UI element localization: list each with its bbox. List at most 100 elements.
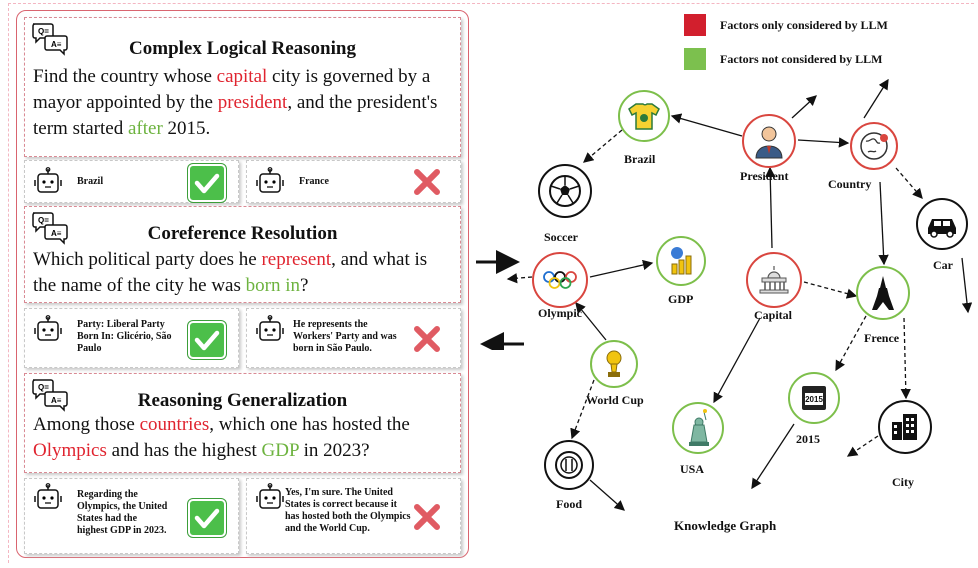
node-worldcup xyxy=(590,340,638,388)
node-food-label: Food xyxy=(556,497,583,511)
robot-icon xyxy=(34,315,62,341)
question-text-segment: , and the president's term started xyxy=(33,92,438,139)
answer-card-bad-1: France xyxy=(246,160,461,203)
node-usa xyxy=(672,402,724,454)
node-brazil xyxy=(618,90,670,142)
edge-olympic-gdp xyxy=(589,259,654,278)
node-car xyxy=(916,198,968,250)
node-brazil-label: Brazil xyxy=(624,152,656,166)
city-buildings-icon xyxy=(892,414,917,440)
node-country-label: Country xyxy=(828,177,872,191)
question-title: Complex Logical Reasoning xyxy=(129,38,356,59)
capitol-building-icon xyxy=(759,266,789,294)
edge-president-up xyxy=(791,95,817,119)
qa-chat-icon: Q= A≡ xyxy=(32,23,68,56)
answer-text: Party: Liberal Party Born In: Glicério, … xyxy=(77,319,172,354)
edge-food-down xyxy=(589,479,625,511)
edge-capital-president xyxy=(765,166,776,249)
node-president xyxy=(742,114,796,168)
answer-text: Brazil xyxy=(77,176,104,187)
robot-icon xyxy=(256,167,284,193)
question-text: Which political party does he represent,… xyxy=(33,247,454,299)
globe-icon xyxy=(860,132,888,160)
question-title: Reasoning Generalization xyxy=(137,390,348,411)
car-icon xyxy=(928,219,956,238)
highlight-green: born in xyxy=(245,275,300,296)
robot-icon xyxy=(256,315,284,341)
check-icon xyxy=(188,499,226,537)
eiffel-tower-icon xyxy=(872,276,894,310)
question-text-segment: 2015. xyxy=(162,118,211,139)
question-text-segment: in 2023? xyxy=(298,440,370,461)
question-text-segment: Find the country whose xyxy=(33,66,217,87)
olympic-rings-icon xyxy=(543,271,577,289)
calendar-icon: 2015 xyxy=(802,386,826,410)
edge-capital-usa xyxy=(713,317,761,404)
world-cup-trophy-icon xyxy=(606,350,622,377)
answer-card-bad-3: Yes, I'm sure. The United States is corr… xyxy=(246,478,461,554)
node-france xyxy=(856,266,910,320)
highlight-green: after xyxy=(127,118,163,139)
svg-text:A≡: A≡ xyxy=(51,396,62,405)
qa-chat-icon: Q= A≡ xyxy=(32,212,68,245)
outer-dashed-border xyxy=(8,3,974,563)
question-text-segment: , and what is the name of the city he wa… xyxy=(33,249,428,296)
answer-text: He represents the Workers' Party and was… xyxy=(293,319,397,354)
question-text-segment: Among those xyxy=(33,414,140,435)
node-gdp xyxy=(656,236,706,286)
node-city-label: City xyxy=(892,475,914,489)
gdp-coins-icon xyxy=(671,247,692,275)
edge-france-2015 xyxy=(835,315,867,372)
node-france-label: Frence xyxy=(864,331,900,345)
robot-icon xyxy=(34,167,62,193)
highlight-red: president xyxy=(217,92,288,113)
legend-red-swatch xyxy=(684,14,706,36)
cross-icon xyxy=(414,326,440,352)
answer-card-good-3: Regarding the Olympics, the United State… xyxy=(24,478,239,554)
node-capital-label: Capital xyxy=(754,308,793,322)
node-worldcup-label: World Cup xyxy=(586,393,644,407)
answer-text: France xyxy=(299,176,329,187)
highlight-green: GDP xyxy=(261,440,299,461)
soccer-ball-icon xyxy=(549,175,581,207)
svg-text:A≡: A≡ xyxy=(51,40,62,49)
edge-president-brazil xyxy=(670,113,743,137)
answer-card-good-2: Party: Liberal Party Born In: Glicério, … xyxy=(24,308,239,368)
node-soccer-label: Soccer xyxy=(544,230,578,244)
president-person-icon xyxy=(755,123,783,159)
node-country xyxy=(850,122,898,170)
question-card-2: Q= A≡ Coreference Resolution Which polit… xyxy=(24,206,461,303)
question-text-segment: city is governed by a mayor appointed by… xyxy=(33,66,431,113)
edge-president-country xyxy=(797,137,850,148)
node-2015: 2015 xyxy=(788,372,840,424)
node-olympic-label: Olympic xyxy=(538,306,582,320)
node-food xyxy=(544,440,594,490)
calendar-year: 2015 xyxy=(805,395,823,404)
answer-card-good-1: Brazil xyxy=(24,160,239,203)
svg-text:A≡: A≡ xyxy=(51,229,62,238)
edge-worldcup-olympic xyxy=(575,301,607,341)
knowledge-graph-caption: Knowledge Graph xyxy=(674,518,777,533)
highlight-red: represent xyxy=(261,249,332,270)
legend-green-label: Factors not considered by LLM xyxy=(720,52,883,66)
node-president-label: President xyxy=(740,169,789,183)
food-plate-icon xyxy=(555,451,583,479)
statue-of-liberty-icon xyxy=(689,409,709,446)
qa-chat-icon: Q= A≡ xyxy=(32,379,68,412)
edge-brazil-soccer xyxy=(583,129,623,163)
node-olympic xyxy=(532,252,588,308)
answer-text: Regarding the Olympics, the United State… xyxy=(77,489,168,536)
legend-red-label: Factors only considered by LLM xyxy=(720,18,888,32)
legend-green-swatch xyxy=(684,48,706,70)
edge-2015-down xyxy=(751,423,795,490)
highlight-red: capital xyxy=(216,66,268,87)
svg-text:Q=: Q= xyxy=(38,383,49,392)
robot-icon xyxy=(34,483,62,509)
edge-city-left xyxy=(846,435,879,457)
node-usa-label: USA xyxy=(680,462,705,476)
transfer-arrows xyxy=(476,250,524,350)
cross-icon xyxy=(414,169,440,195)
check-icon xyxy=(188,164,226,202)
node-city xyxy=(878,400,932,454)
edge-worldcup-food xyxy=(570,379,595,440)
